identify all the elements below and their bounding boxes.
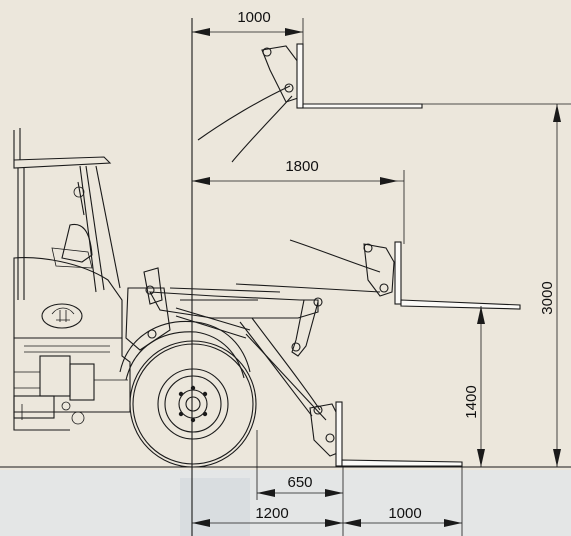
lift-arm — [149, 287, 327, 421]
fork-carriage-top — [197, 43, 423, 163]
fork-carriage-mid — [235, 239, 521, 310]
fork-carriage-ground — [309, 401, 463, 467]
brand-logo-icon — [41, 303, 83, 329]
dim-label-mid-height: 1400 — [463, 385, 480, 418]
dim-label-top-reach: 1000 — [237, 9, 270, 26]
floor-shadow — [180, 478, 250, 536]
dim-label-fork-length: 1000 — [388, 505, 421, 522]
dim-top-reach — [192, 18, 304, 44]
dim-fork-length — [343, 466, 463, 536]
dim-label-mid-reach: 1800 — [285, 158, 318, 175]
dim-mid-height — [477, 306, 485, 467]
loader-body — [13, 128, 251, 431]
dim-label-max-height: 3000 — [539, 281, 556, 314]
floor-tint — [0, 470, 571, 536]
dim-ground-reach — [256, 430, 344, 536]
dim-label-ground-reach: 650 — [287, 474, 312, 491]
dim-label-front-offset: 1200 — [255, 505, 288, 522]
dim-front-offset — [192, 519, 343, 527]
front-wheel — [129, 340, 257, 468]
dim-max-height — [422, 103, 571, 467]
dim-mid-reach — [192, 170, 405, 244]
